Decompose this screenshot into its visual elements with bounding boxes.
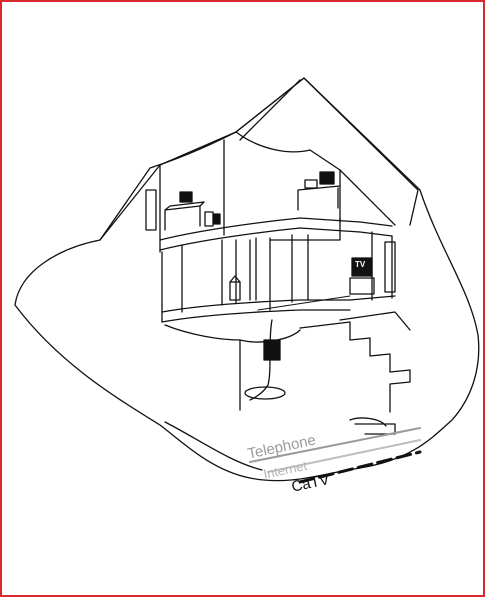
- computer-tower-left: [205, 212, 213, 226]
- stairs: [300, 322, 410, 412]
- printer-icon: [214, 214, 220, 224]
- tv-label: TV: [355, 260, 365, 269]
- ground-door-right: [292, 235, 308, 302]
- ground-floor-slab-bottom: [162, 310, 350, 322]
- upper-floor-slab-bottom: [160, 228, 392, 250]
- conduit-entry: [350, 418, 386, 426]
- desk-left: [165, 202, 204, 230]
- ground-door-left: [222, 240, 236, 305]
- cable-run-upper: [250, 238, 256, 300]
- lantern-top: [230, 276, 240, 282]
- computer-icon: [180, 192, 192, 202]
- desk-right: [298, 186, 340, 210]
- wall-vent: [146, 190, 156, 230]
- basement-wall: [165, 325, 240, 410]
- roof-gable: [236, 78, 418, 225]
- roof-slope: [240, 80, 300, 140]
- roof-right-edge: [340, 170, 395, 225]
- roof-ridge-inner: [236, 132, 340, 170]
- ground-floor-slab: [162, 296, 395, 312]
- cable-horizontal: [258, 296, 350, 310]
- upper-floor-slab: [160, 218, 392, 240]
- distribution-box-icon: [264, 340, 280, 360]
- window-right: [385, 242, 395, 292]
- conduit-box: [355, 424, 395, 434]
- lantern-icon: [230, 282, 240, 300]
- cable-run-right: [270, 218, 340, 310]
- tv-stand: [350, 278, 374, 294]
- computer-icon-right: [320, 172, 334, 184]
- keyboard-icon: [305, 180, 317, 188]
